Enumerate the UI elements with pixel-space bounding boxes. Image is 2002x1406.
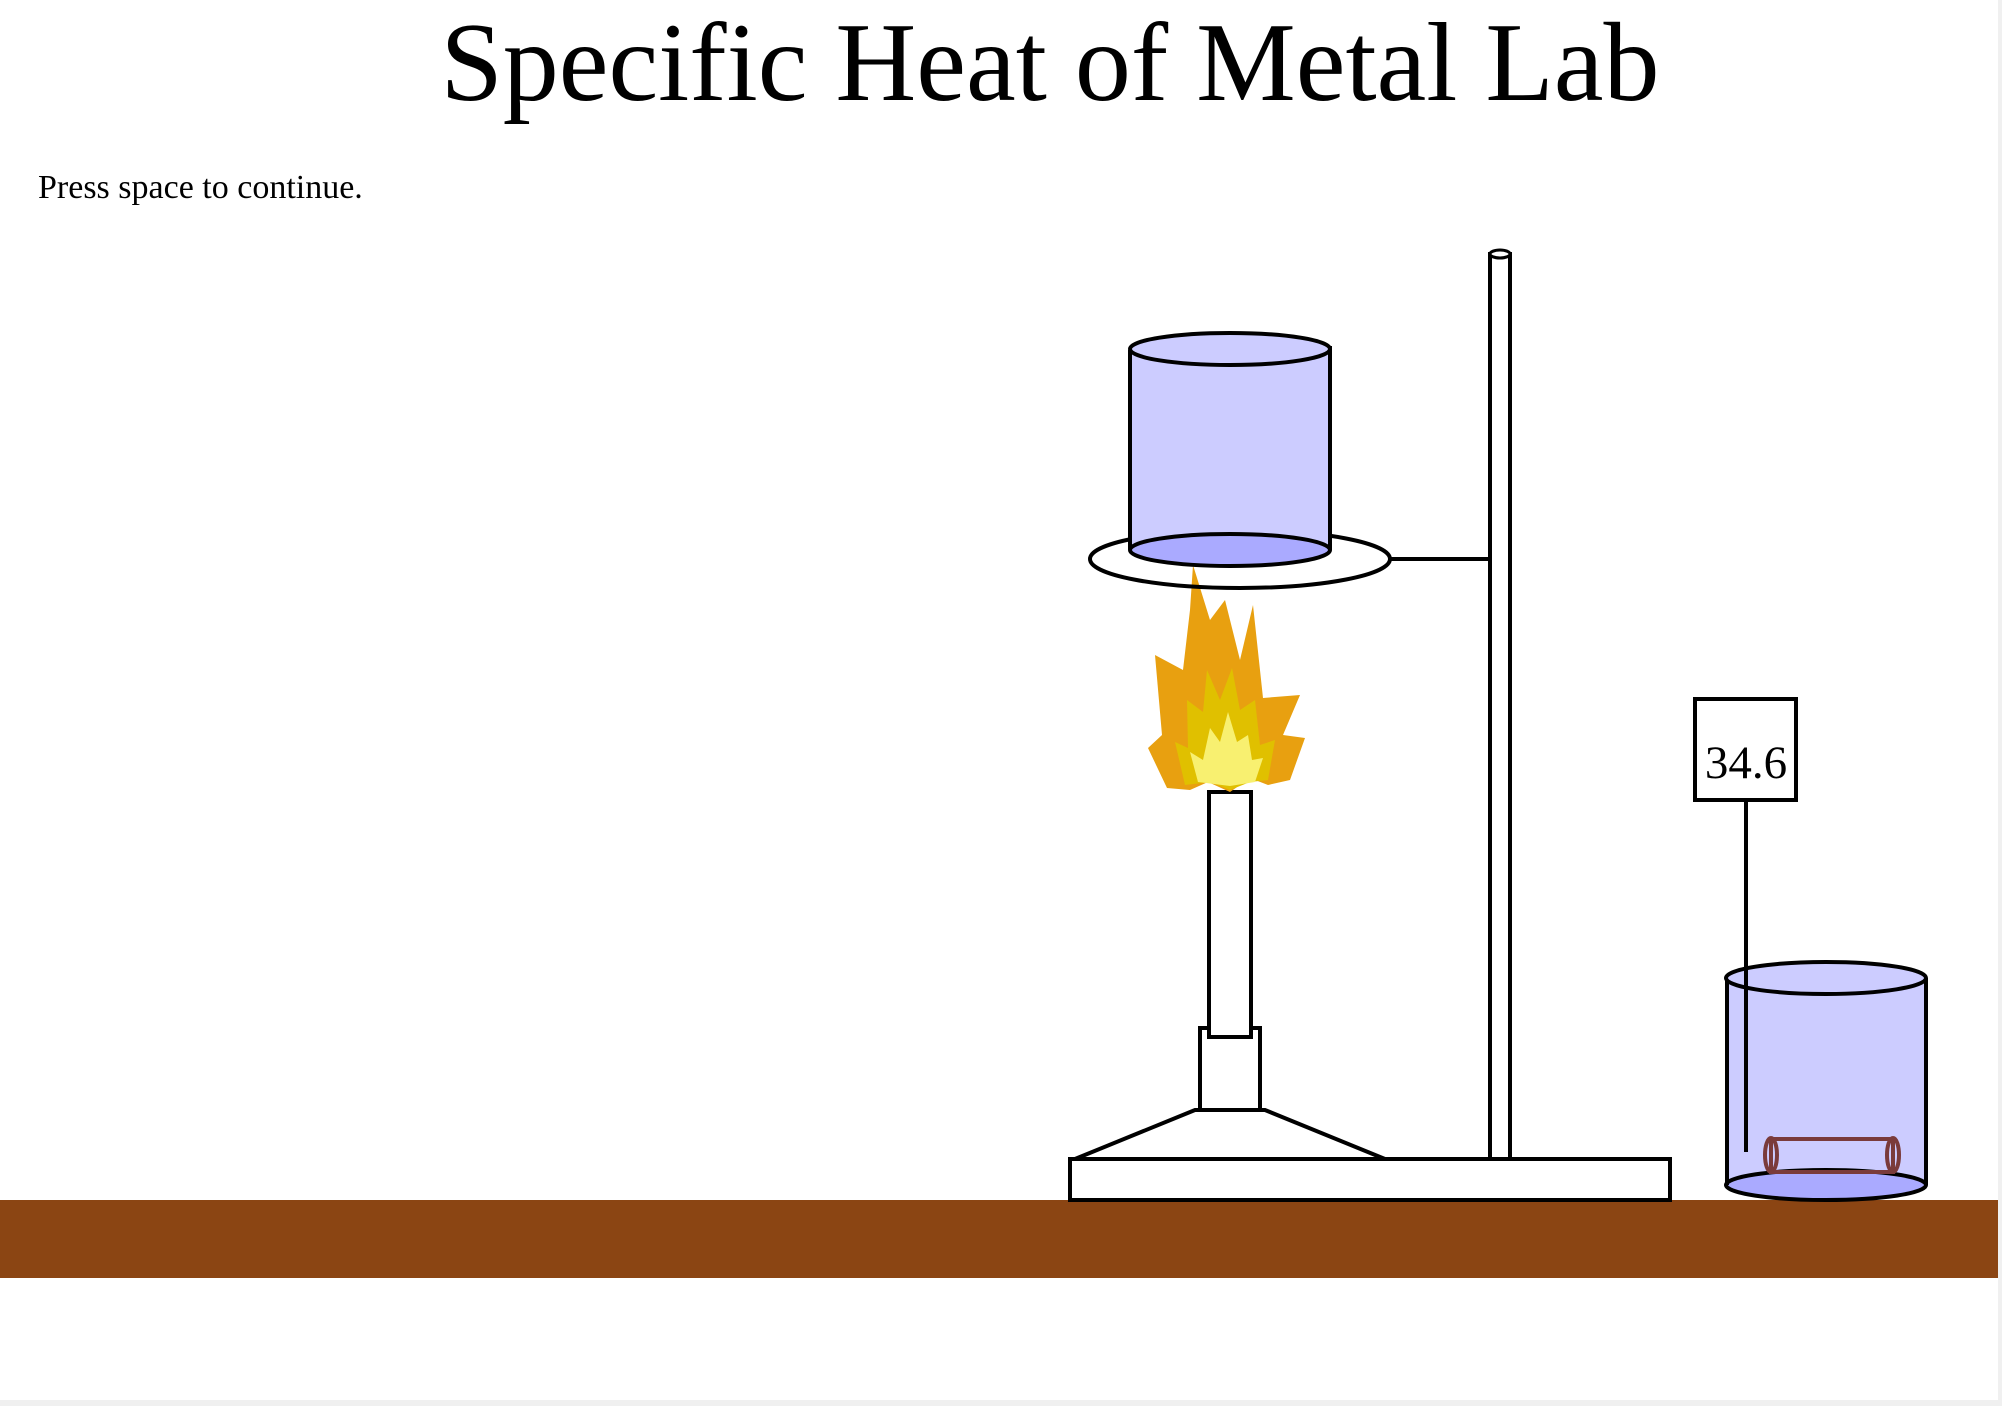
metal-sample[interactable]: [1763, 1136, 1901, 1174]
calorimeter-water: [1727, 980, 1926, 1185]
thermometer[interactable]: 34.6: [1693, 697, 1798, 1152]
flame-inner: [1190, 712, 1263, 786]
heating-beaker[interactable]: [1128, 331, 1332, 568]
calorimeter-rim: [1724, 960, 1928, 996]
flame-outer: [1148, 565, 1305, 792]
heating-beaker-rim: [1128, 331, 1332, 367]
page-title: Specific Heat of Metal Lab: [440, 1, 1659, 125]
instruction-text: Press space to continue.: [38, 169, 363, 206]
window-edge-bottom: [0, 1400, 2002, 1406]
window-edge-right: [1998, 0, 2002, 1406]
ring-stand-base: [1068, 1157, 1672, 1202]
metal-sample-body: [1769, 1137, 1895, 1174]
bunsen-burner[interactable]: [1074, 790, 1386, 1161]
flame-icon: [1148, 565, 1305, 792]
thermometer-reading: 34.6: [1705, 737, 1787, 789]
calorimeter-beaker[interactable]: [1724, 960, 1928, 1202]
thermometer-display: [1693, 697, 1798, 802]
ring-stand-rod-top: [1488, 248, 1512, 260]
calorimeter-bottom: [1724, 1168, 1928, 1202]
lab-bench: [0, 1200, 1998, 1278]
burner-collar: [1198, 1026, 1262, 1112]
metal-sample-right-end: [1885, 1136, 1901, 1174]
metal-sample-left-end: [1763, 1136, 1779, 1174]
burner-base: [1074, 1108, 1386, 1161]
burner-tube: [1207, 790, 1253, 1039]
heating-beaker-bottom: [1128, 532, 1332, 568]
heating-beaker-water: [1130, 350, 1330, 550]
ring-stand-rod: [1488, 252, 1512, 1161]
